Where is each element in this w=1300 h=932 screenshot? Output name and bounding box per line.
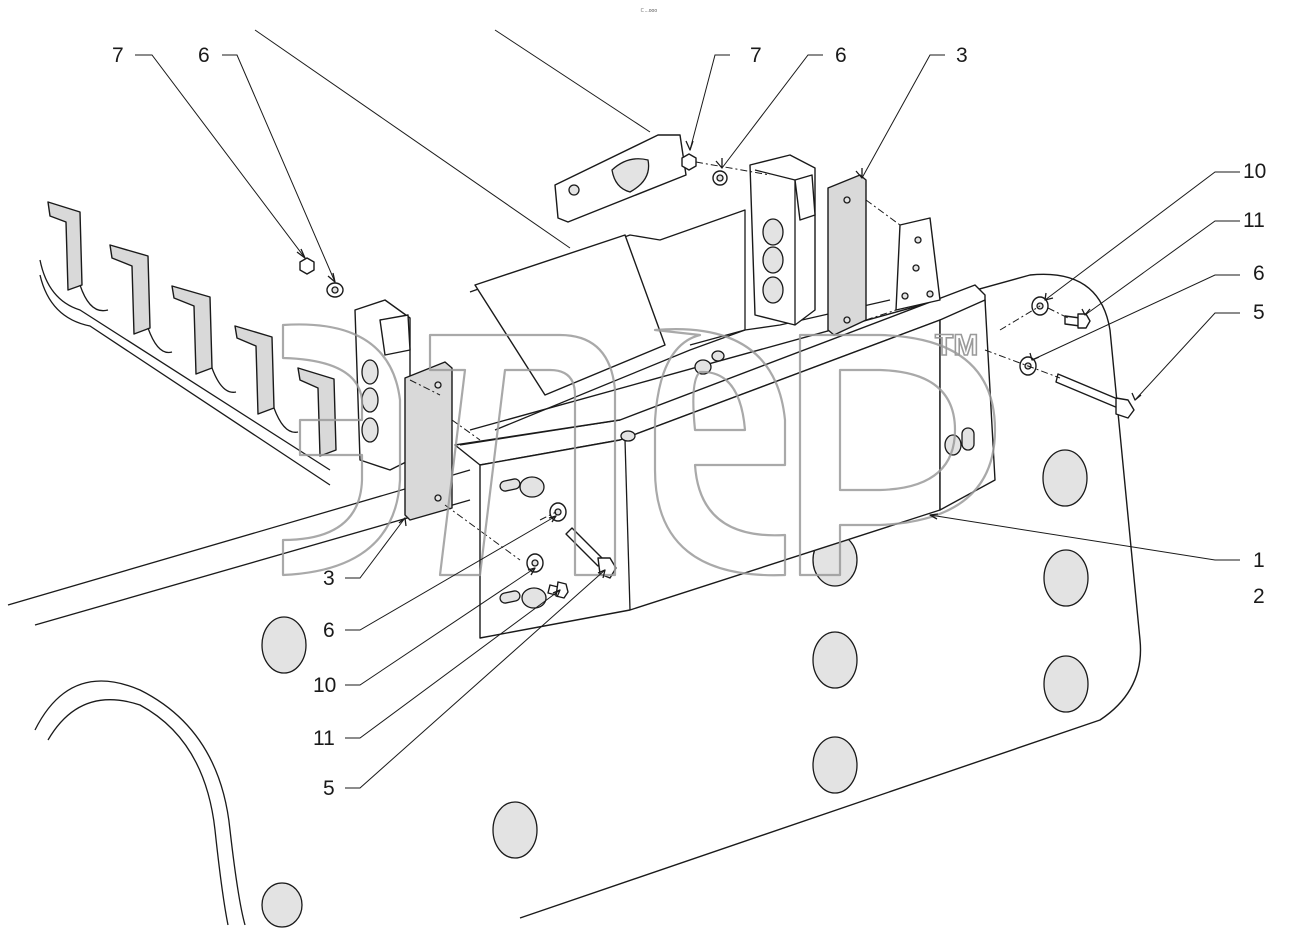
callout-5: 5 bbox=[1253, 301, 1265, 324]
curved-arm bbox=[7, 469, 471, 926]
beam-lube-nipple bbox=[620, 430, 636, 442]
callout-7: 7 bbox=[750, 44, 762, 67]
tooth bbox=[171, 285, 213, 375]
bolt-icon bbox=[547, 581, 569, 599]
callout-6: 6 bbox=[1253, 262, 1265, 285]
tooth bbox=[234, 325, 275, 415]
beam-slot bbox=[499, 478, 521, 492]
beam-hole bbox=[521, 587, 547, 609]
clamp-block-left bbox=[354, 299, 411, 471]
beam-hole bbox=[694, 359, 712, 375]
watermark-logo: TM bbox=[281, 323, 997, 577]
callout-6: 6 bbox=[198, 44, 210, 67]
base-plate-hole bbox=[812, 736, 858, 794]
callout-11: 11 bbox=[313, 727, 335, 750]
tooth bbox=[297, 367, 337, 457]
leader-lines bbox=[135, 29, 1240, 789]
beam-hole bbox=[519, 476, 545, 498]
tooth bbox=[47, 201, 83, 291]
tooth bbox=[109, 244, 151, 335]
callout-3: 3 bbox=[323, 567, 335, 590]
callout-2: 2 bbox=[1253, 585, 1265, 608]
base-plate-hole bbox=[492, 801, 538, 859]
watermark-tm: TM bbox=[935, 329, 978, 362]
assembly-lines bbox=[409, 161, 1069, 561]
beam-slot bbox=[961, 427, 975, 451]
triangle-plate-right bbox=[895, 217, 941, 311]
hardware bbox=[299, 153, 1135, 599]
clamp-block-top bbox=[749, 154, 816, 326]
callout-11: 11 bbox=[1243, 209, 1265, 232]
callouts: 7 6 7 6 3 10 11 6 5 1 2 3 6 10 11 5 bbox=[112, 44, 1266, 800]
base-plate-hole bbox=[1043, 549, 1089, 607]
callout-7: 7 bbox=[112, 44, 124, 67]
callout-10: 10 bbox=[313, 674, 336, 697]
pad-3-left bbox=[404, 361, 453, 521]
header-tiny-text: ㄷ...ooo bbox=[640, 8, 657, 14]
nut-icon bbox=[299, 257, 315, 275]
callout-1: 1 bbox=[1253, 549, 1265, 572]
bolt-icon bbox=[1055, 373, 1135, 419]
callout-5: 5 bbox=[323, 777, 335, 800]
beam-slot bbox=[499, 590, 521, 604]
rake-teeth bbox=[39, 201, 337, 486]
base-plate-hole bbox=[261, 616, 307, 674]
beam-hole bbox=[711, 350, 725, 362]
top-bracket-plate bbox=[554, 134, 687, 223]
base-plate-hole bbox=[261, 882, 303, 928]
pad-3-top bbox=[827, 174, 867, 336]
callout-10: 10 bbox=[1243, 160, 1266, 183]
base-plate-hole bbox=[812, 631, 858, 689]
callout-6: 6 bbox=[323, 619, 335, 642]
base-plate-hole bbox=[1043, 655, 1089, 713]
base-plate-hole bbox=[1042, 449, 1088, 507]
bolt-icon bbox=[1064, 313, 1091, 329]
callout-3: 3 bbox=[956, 44, 968, 67]
nut-icon bbox=[681, 153, 697, 171]
callout-6: 6 bbox=[835, 44, 847, 67]
